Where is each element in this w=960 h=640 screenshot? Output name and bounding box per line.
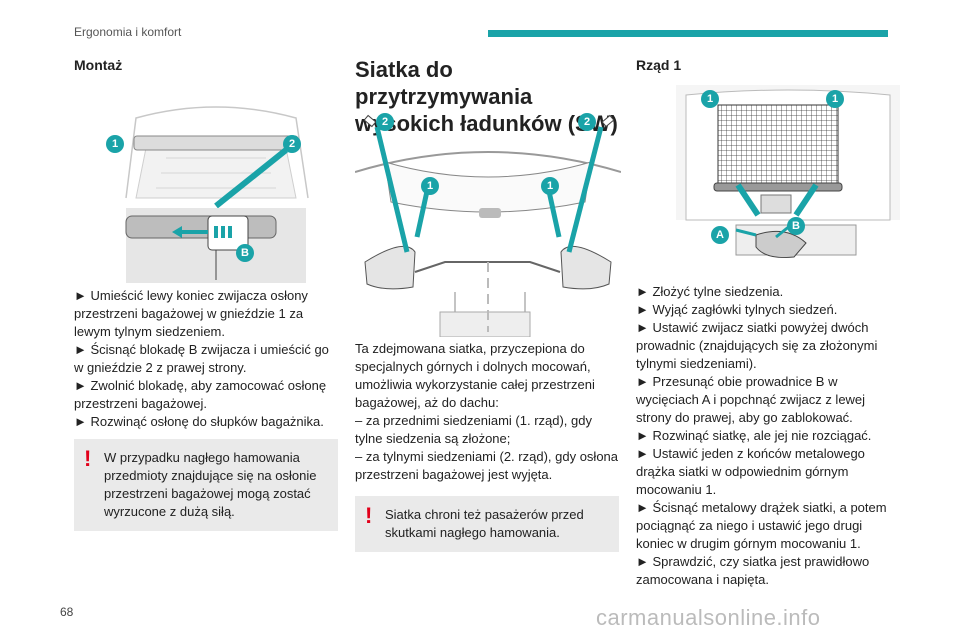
column-mounting: Montaż bbox=[74, 56, 338, 74]
callout-1-right: 1 bbox=[826, 90, 844, 108]
warning-box: ! W przypadku nagłego hamowania przedmio… bbox=[74, 439, 338, 531]
row-1-step: ► Sprawdzić, czy siatka jest prawidłowo … bbox=[636, 554, 870, 587]
callout-a: A bbox=[711, 226, 729, 244]
row-1-net-illustration bbox=[676, 85, 900, 258]
cargo-net-heading: Siatka do przytrzymywania wysokich ładun… bbox=[355, 57, 618, 136]
callout-1-left: 1 bbox=[701, 90, 719, 108]
watermark: carmanualsonline.info bbox=[596, 605, 821, 630]
cargo-net-description: Ta zdejmowana siatka, przyczepiona do sp… bbox=[355, 340, 619, 552]
row-1-step: ► Rozwinąć siatkę, ale jej nie rozciągać… bbox=[636, 428, 872, 443]
callout-1-left: 1 bbox=[421, 177, 439, 195]
row-1-step: ► Złożyć tylne siedzenia. bbox=[636, 284, 784, 299]
cargo-net-paragraph: Ta zdejmowana siatka, przyczepiona do sp… bbox=[355, 341, 595, 410]
mounting-heading: Montaż bbox=[74, 57, 123, 73]
column-row-1: Rząd 1 bbox=[636, 56, 900, 74]
mounting-step: ► Umieścić lewy koniec zwijacza osłony p… bbox=[74, 288, 308, 339]
callout-2-right: 2 bbox=[578, 113, 596, 131]
mounting-step: ► Rozwinąć osłonę do słupków bagażnika. bbox=[74, 414, 324, 429]
callout-2-left: 2 bbox=[376, 113, 394, 131]
callout-b: B bbox=[787, 217, 805, 235]
row-1-step: ► Przesunąć obie prowadnice B w wycięcia… bbox=[636, 374, 866, 425]
cargo-net-paragraph: – za tylnymi siedzeniami (2. rząd), gdy … bbox=[355, 449, 619, 482]
row-1-step: ► Wyjąć zagłówki tylnych siedzeń. bbox=[636, 302, 838, 317]
cargo-net-mount-illustration bbox=[355, 114, 621, 337]
row-1-step: ► Ścisnąć metalowy drążek siatki, a pote… bbox=[636, 500, 887, 551]
warning-box: ! Siatka chroni też pasażerów przed skut… bbox=[355, 496, 619, 552]
page-number: 68 bbox=[60, 605, 74, 619]
mounting-step: ► Zwolnić blokadę, aby zamocować osłonę … bbox=[74, 378, 327, 411]
section-accent-bar bbox=[488, 30, 888, 37]
row-1-heading: Rząd 1 bbox=[636, 57, 682, 73]
callout-b: B bbox=[236, 244, 254, 262]
luggage-cover-illustration bbox=[96, 88, 336, 283]
column-cargo-net: Siatka do przytrzymywania wysokich ładun… bbox=[355, 56, 619, 137]
row-1-step: ► Ustawić jeden z końców metalowego drąż… bbox=[636, 446, 865, 497]
row-1-step: ► Ustawić zwijacz siatki powyżej dwóch p… bbox=[636, 320, 878, 371]
cargo-net-paragraph: – za przednimi siedzeniami (1. rząd), gd… bbox=[355, 413, 592, 446]
mounting-step: ► Ścisnąć blokadę B zwijacza i umieścić … bbox=[74, 342, 329, 375]
warning-text: Siatka chroni też pasażerów przed skutka… bbox=[385, 507, 584, 540]
warning-text: W przypadku nagłego hamowania przedmioty… bbox=[104, 450, 317, 519]
row-1-steps: ► Złożyć tylne siedzenia. ► Wyjąć zagłów… bbox=[636, 283, 900, 589]
callout-1-right: 1 bbox=[541, 177, 559, 195]
warning-icon: ! bbox=[365, 503, 373, 528]
callout-2: 2 bbox=[283, 135, 301, 153]
section-title: Ergonomia i komfort bbox=[74, 25, 182, 39]
warning-icon: ! bbox=[84, 446, 92, 471]
mounting-steps: ► Umieścić lewy koniec zwijacza osłony p… bbox=[74, 287, 338, 531]
callout-1: 1 bbox=[106, 135, 124, 153]
